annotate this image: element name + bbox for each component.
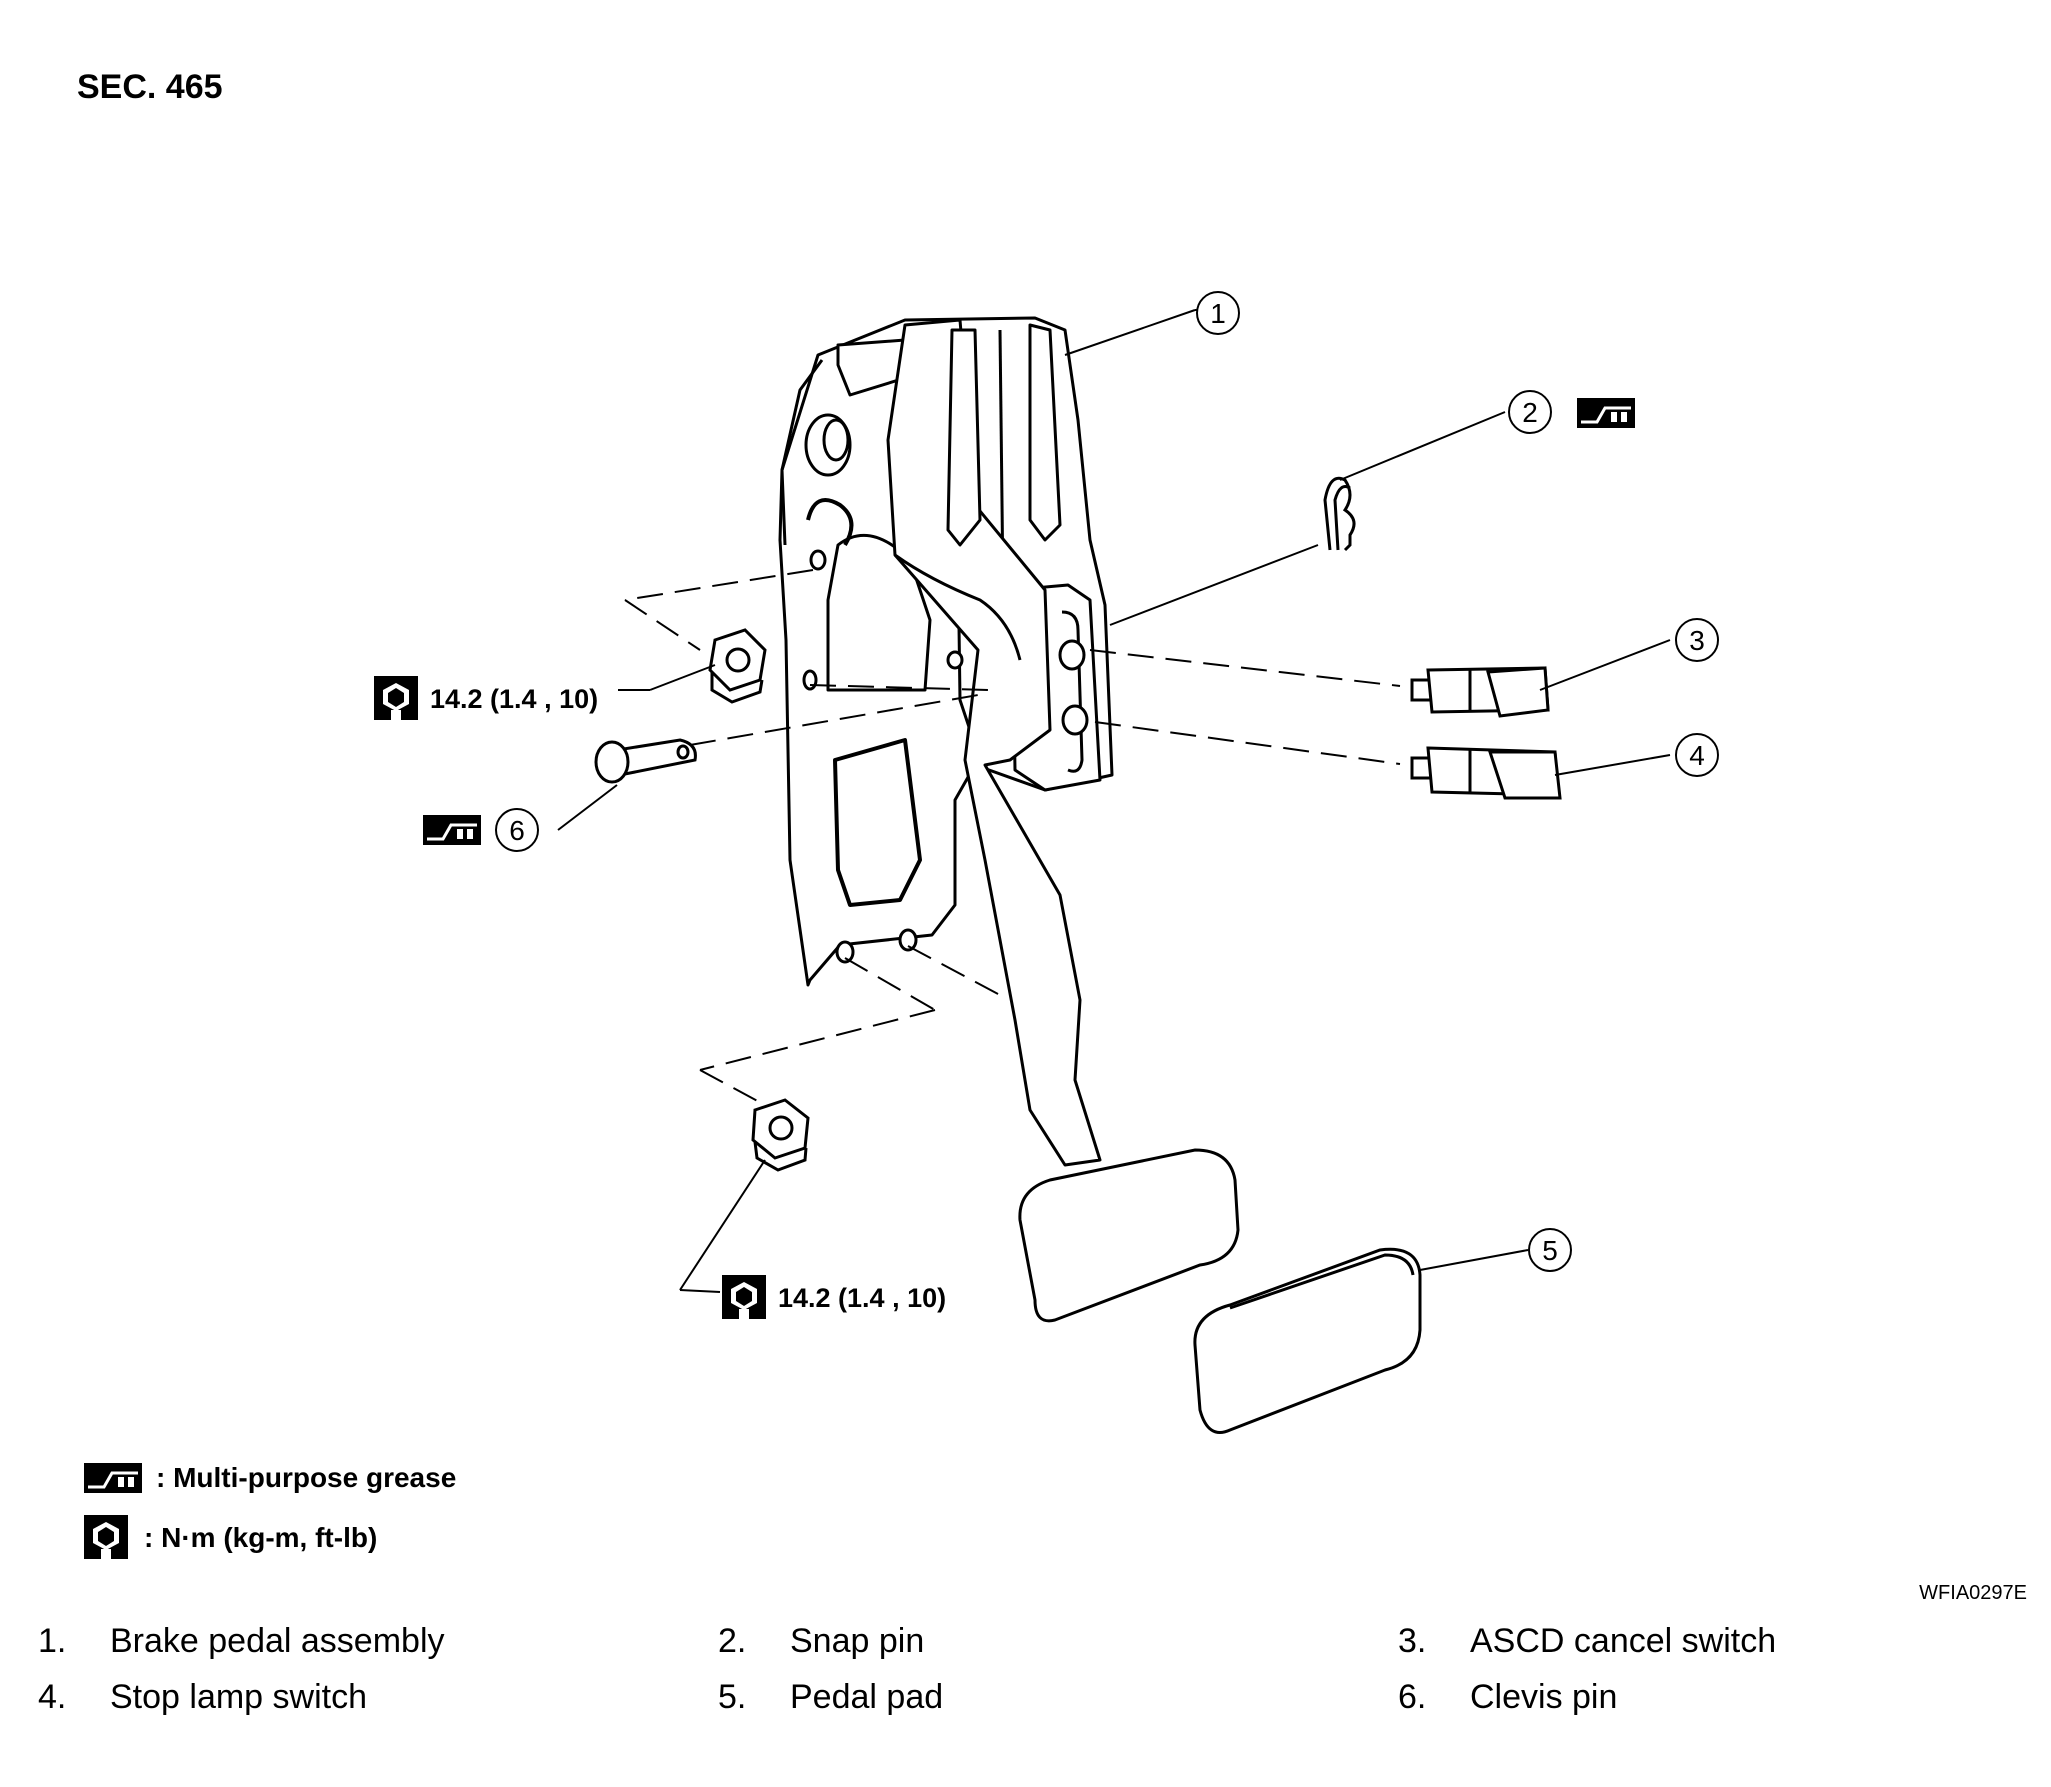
list-item: 2.Snap pin xyxy=(718,1622,925,1660)
svg-text:3: 3 xyxy=(1689,625,1705,656)
torque-label-upper: 14.2 (1.4 , 10) xyxy=(430,684,598,714)
callout-2: 2 xyxy=(1508,390,1552,434)
svg-text:1: 1 xyxy=(1210,298,1226,329)
document-code: WFIA0297E xyxy=(1919,1582,2027,1604)
legend-grease-text: : Multi-purpose grease xyxy=(156,1462,457,1493)
list-item: 5.Pedal pad xyxy=(718,1678,944,1716)
torque-wrench-icon xyxy=(84,1515,128,1559)
callout-3: 3 xyxy=(1675,618,1719,662)
section-title: SEC. 465 xyxy=(77,68,223,106)
callout-4: 4 xyxy=(1675,733,1719,777)
legend-torque-text: : N·m (kg-m, ft-lb) xyxy=(144,1522,378,1553)
nut-upper xyxy=(708,628,767,704)
nut-lower xyxy=(751,1098,810,1172)
torque-wrench-icon xyxy=(374,676,418,720)
callout-6: 6 xyxy=(495,808,539,852)
callout-1: 1 xyxy=(1196,291,1240,335)
torque-wrench-icon xyxy=(722,1275,766,1319)
pedal-face xyxy=(1018,1148,1240,1323)
torque-label-lower: 14.2 (1.4 , 10) xyxy=(778,1283,946,1313)
legend-torque: : N·m (kg-m, ft-lb) xyxy=(84,1515,377,1561)
grease-icon xyxy=(421,813,483,847)
clevis-pin xyxy=(594,738,697,784)
snap-pin xyxy=(1323,476,1356,552)
pedal-pad xyxy=(1193,1247,1422,1434)
svg-text:6: 6 xyxy=(509,815,525,846)
ascd-cancel-switch xyxy=(1410,666,1550,718)
svg-text:5: 5 xyxy=(1542,1235,1558,1266)
stop-lamp-switch xyxy=(1410,746,1562,800)
dashed-lines xyxy=(624,569,1401,1106)
leader-lines xyxy=(557,309,1671,1293)
list-item: 4.Stop lamp switch xyxy=(38,1678,367,1716)
grease-icon xyxy=(1575,396,1637,430)
legend-grease: : Multi-purpose grease xyxy=(84,1462,456,1494)
list-item: 3.ASCD cancel switch xyxy=(1398,1622,1777,1660)
list-item: 1.Brake pedal assembly xyxy=(38,1622,445,1660)
svg-text:4: 4 xyxy=(1689,740,1705,771)
callout-5: 5 xyxy=(1528,1228,1572,1272)
grease-icon xyxy=(84,1463,142,1493)
list-item: 6.Clevis pin xyxy=(1398,1678,1618,1716)
pedal-arm xyxy=(886,318,1102,1167)
svg-text:2: 2 xyxy=(1522,397,1538,428)
